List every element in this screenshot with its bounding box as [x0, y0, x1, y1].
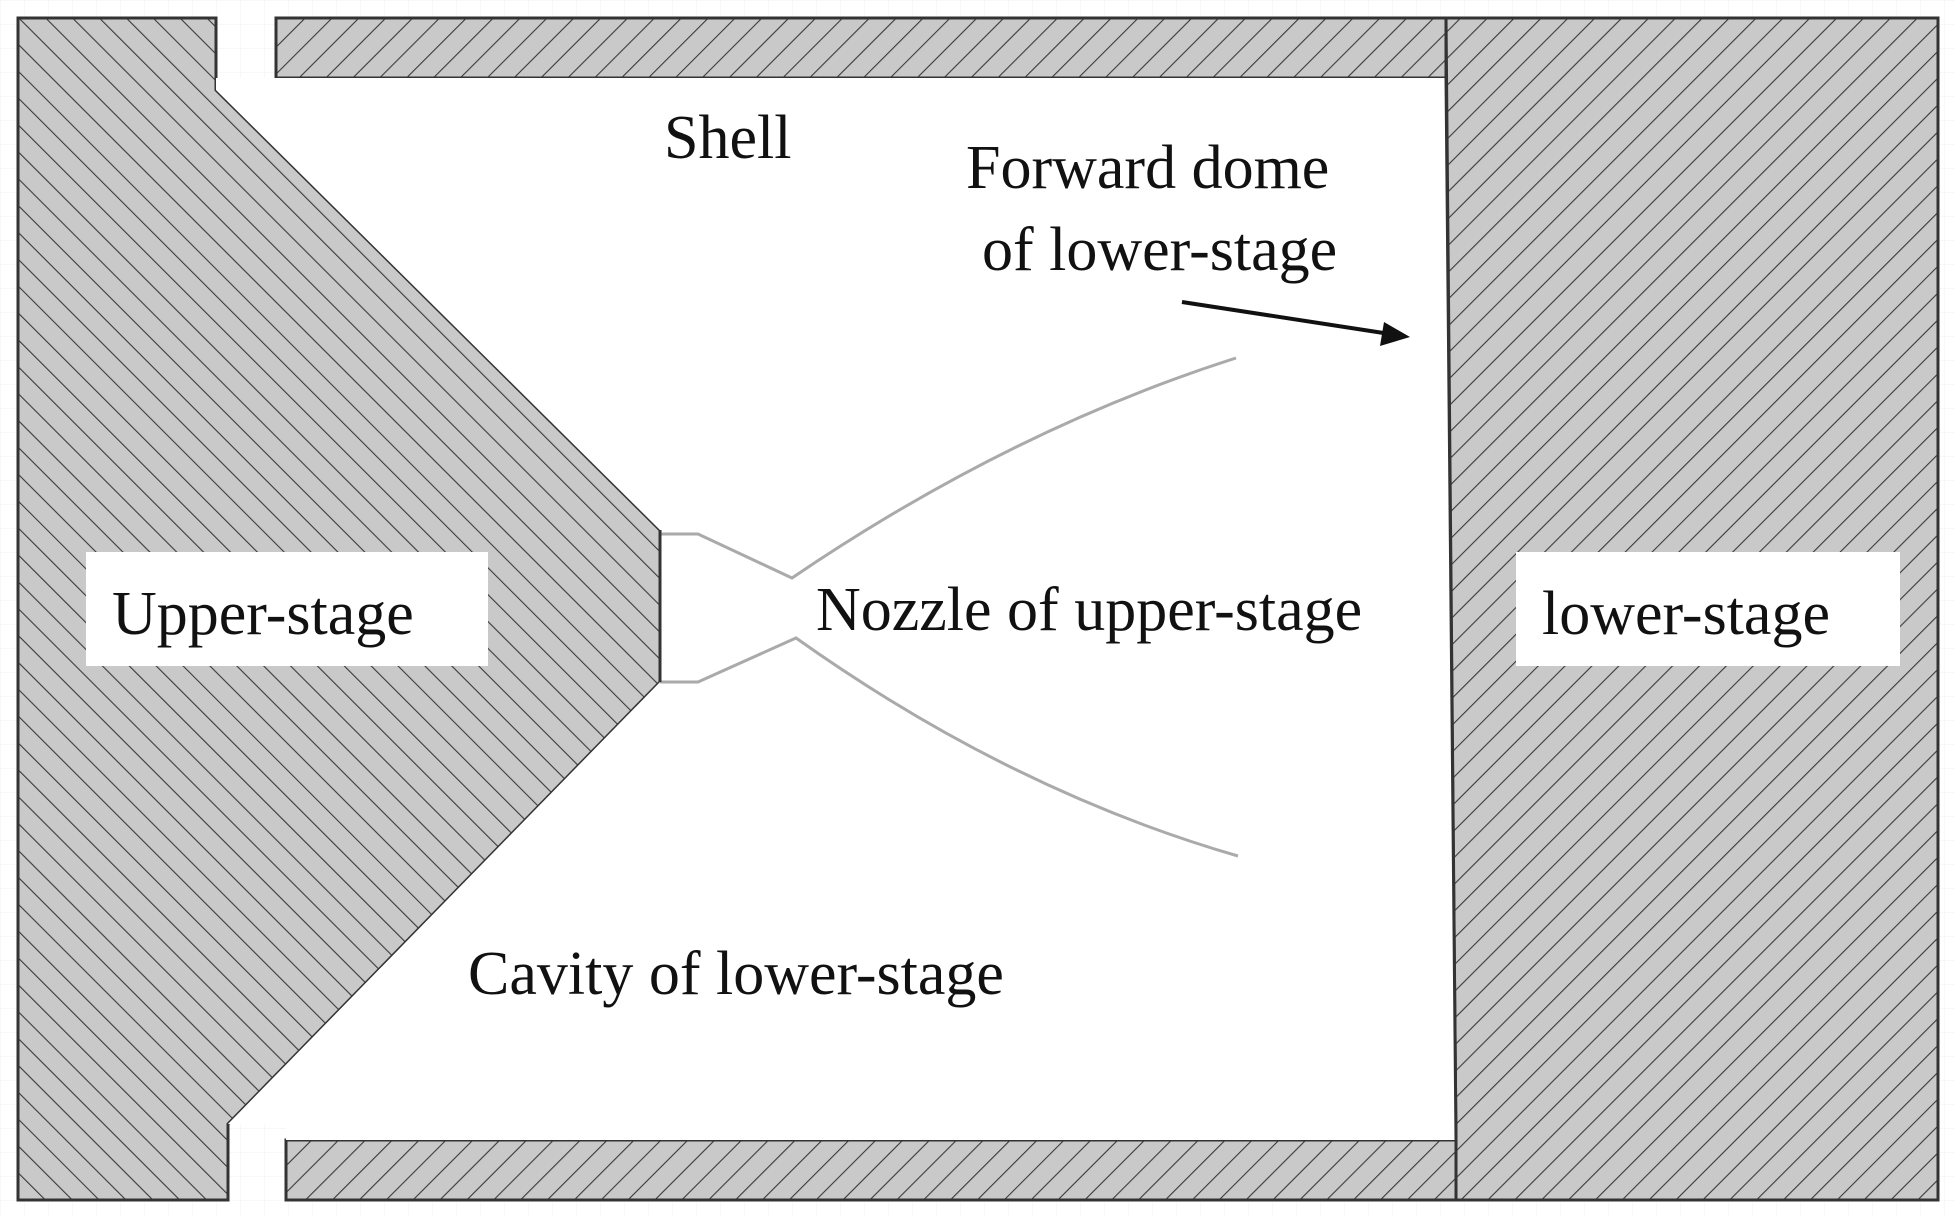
lower-stage-cavity: [216, 78, 1456, 1140]
nozzle-lower-contour: [660, 636, 1239, 858]
forward-dome-arrowhead: [1380, 322, 1410, 346]
nozzle-label: Nozzle of upper-stage: [816, 576, 1362, 644]
shell-top-wall: [274, 16, 1448, 80]
shell-bottom-wall: [284, 1138, 1458, 1202]
upper-stage-label-box: [86, 552, 488, 666]
forward-dome-arrow: [1181, 300, 1391, 336]
cavity-label: Cavity of lower-stage: [468, 940, 1004, 1008]
lower-stage-label: lower-stage: [1542, 580, 1830, 648]
forward-dome-outline: [1444, 77, 1458, 1141]
forward-dome-label-line2: of lower-stage: [982, 216, 1337, 284]
lower-stage-label-box: [1516, 552, 1900, 666]
forward-dome-label-line1: Forward dome: [966, 134, 1329, 202]
nozzle-upper-contour: [660, 356, 1237, 580]
upper-stage-label: Upper-stage: [112, 580, 414, 648]
shell-label: Shell: [664, 104, 791, 172]
